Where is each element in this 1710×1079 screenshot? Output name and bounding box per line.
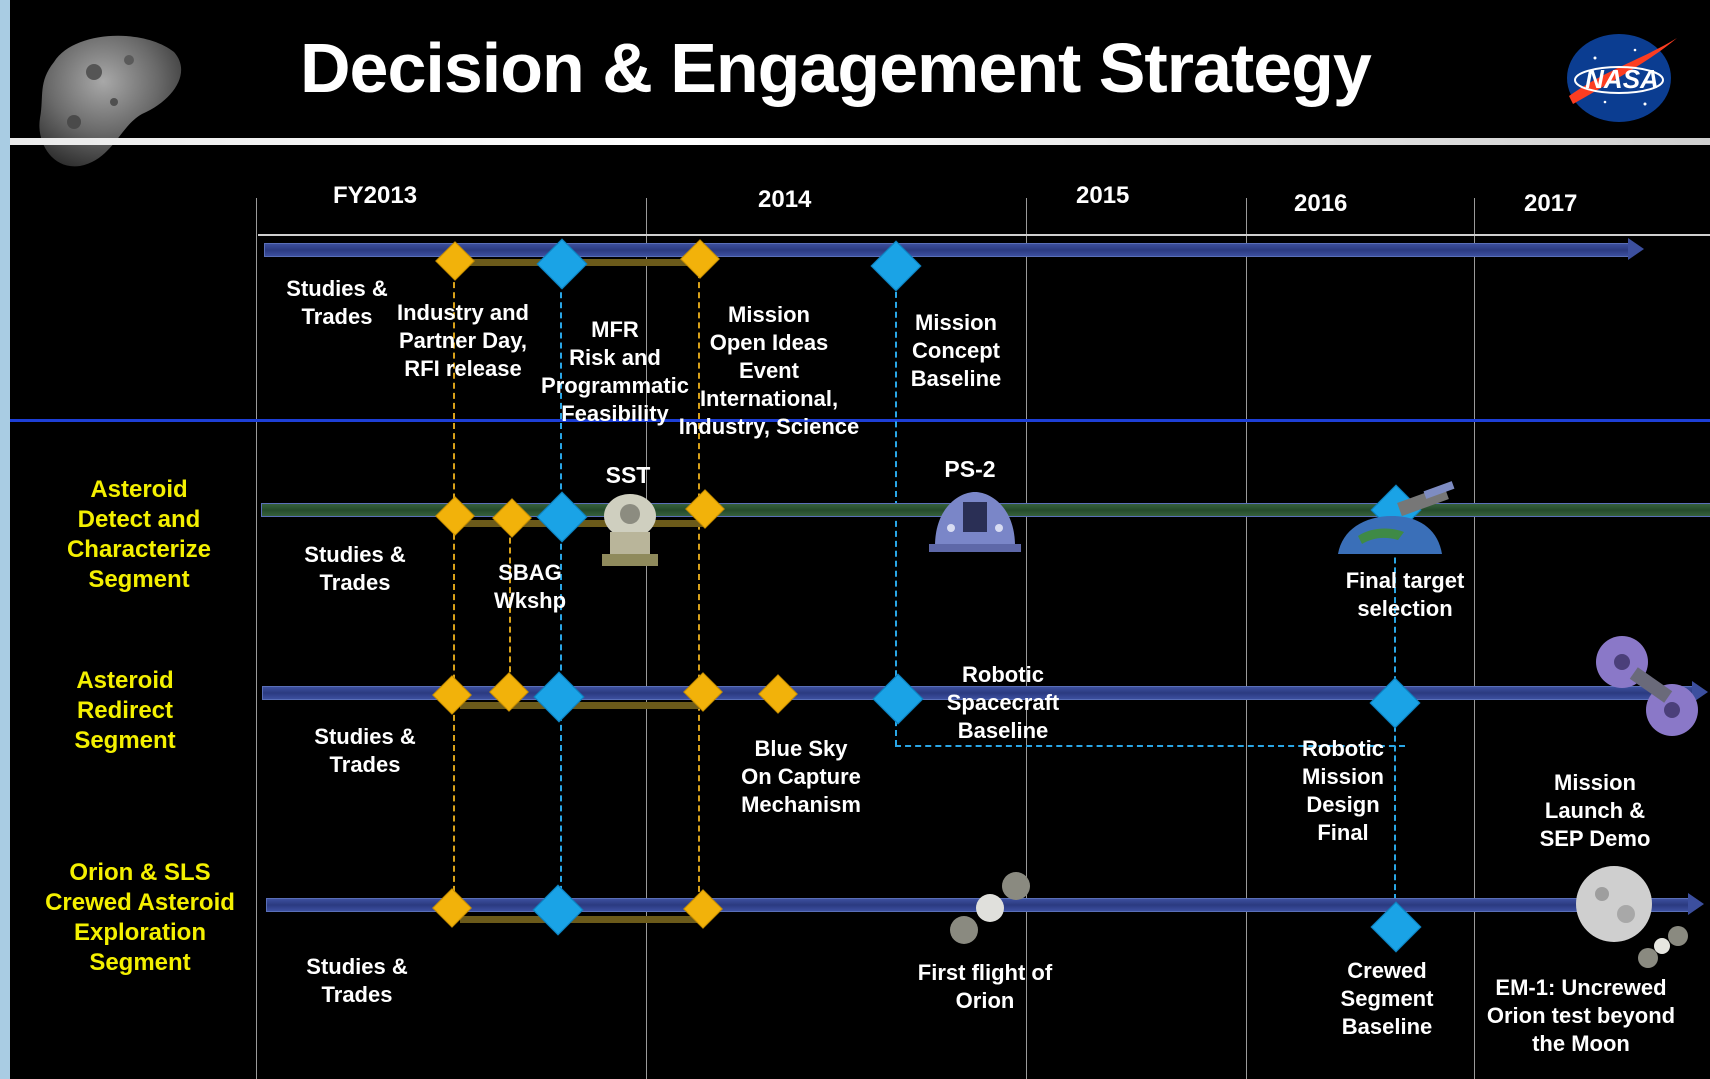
year-label: 2014 xyxy=(758,186,812,213)
year-label: 2016 xyxy=(1294,190,1348,217)
activity-bar xyxy=(460,520,705,527)
nasa-wordmark: NASA xyxy=(1585,64,1659,94)
milestone-label: Studies & Trades xyxy=(306,954,408,1007)
milestone-label: Blue Sky On Capture Mechanism xyxy=(741,736,861,817)
milestone-label: Industry and Partner Day, RFI release xyxy=(396,300,529,381)
top-rule xyxy=(258,234,1710,236)
engagement-diamond xyxy=(872,673,924,725)
segment-label-detect: Asteroid Detect and Characterize Segment xyxy=(66,476,212,593)
slide: Decision & Engagement Strategy NASA FY20… xyxy=(10,0,1710,1079)
connector-line xyxy=(453,262,455,902)
arrow-head xyxy=(1688,893,1704,915)
year-label: 2015 xyxy=(1076,182,1130,209)
section-divider xyxy=(10,419,1710,422)
arrow-head xyxy=(1692,681,1708,703)
telescope-icon xyxy=(602,494,658,566)
milestone-label: SBAG Wkshp xyxy=(493,560,567,613)
milestone-label: Final target selection xyxy=(1345,568,1465,621)
year-divider xyxy=(256,198,257,1079)
earth-satellite-icon xyxy=(1338,481,1455,554)
connector-line xyxy=(560,262,562,902)
engagement-diamond xyxy=(532,884,584,936)
page-title: Decision & Engagement Strategy xyxy=(300,29,1372,107)
telescope-dome-icon xyxy=(929,492,1021,552)
solar-array-spacecraft-icon xyxy=(1596,636,1698,736)
milestone-label: Mission Open Ideas Event International, … xyxy=(678,302,860,439)
connector-line xyxy=(509,508,511,692)
header-band xyxy=(10,138,1710,145)
connector-line xyxy=(895,745,1405,747)
milestone-label: Robotic Spacecraft Baseline xyxy=(946,662,1060,743)
nasa-logo: NASA xyxy=(1565,30,1677,124)
milestone-label: First flight of Orion xyxy=(917,960,1053,1013)
connector-line xyxy=(698,262,700,902)
milestone-label: Studies & Trades xyxy=(304,542,406,595)
telescope-label: SST xyxy=(605,462,651,488)
orion-capsule-icon xyxy=(950,872,1030,944)
milestone-label: Crewed Segment Baseline xyxy=(1340,958,1434,1039)
year-divider xyxy=(646,198,647,1079)
milestone-label: Robotic Mission Design Final xyxy=(1302,736,1384,845)
milestone-label: Mission Launch & SEP Demo xyxy=(1539,770,1651,851)
activity-bar xyxy=(460,916,705,923)
arrow-head xyxy=(1628,238,1644,260)
telescope-label: PS-2 xyxy=(944,456,996,482)
milestone-label: Studies & Trades xyxy=(286,276,388,329)
segment-label-crewed: Orion & SLS Crewed Asteroid Exploration … xyxy=(45,859,235,976)
segment-label-redirect: Asteroid Redirect Segment xyxy=(74,667,176,754)
milestone-label: Studies & Trades xyxy=(314,724,416,777)
year-label: 2017 xyxy=(1524,190,1578,217)
milestone-label: MFR Risk and Programmatic Feasibility xyxy=(541,317,689,426)
engagement-diamond xyxy=(533,671,585,723)
decision-diamond xyxy=(758,674,798,714)
engagement-diamond xyxy=(536,491,588,543)
year-divider xyxy=(1246,198,1247,1079)
asteroid-icon xyxy=(39,35,182,167)
moon-icon xyxy=(1576,866,1688,968)
milestone-label: EM-1: Uncrewed Orion test beyond the Moo… xyxy=(1486,975,1676,1056)
year-divider xyxy=(1474,198,1475,1079)
activity-bar xyxy=(460,702,705,709)
milestone-label: Mission Concept Baseline xyxy=(910,310,1002,391)
year-label: FY2013 xyxy=(333,182,418,209)
year-divider xyxy=(1026,198,1027,1079)
